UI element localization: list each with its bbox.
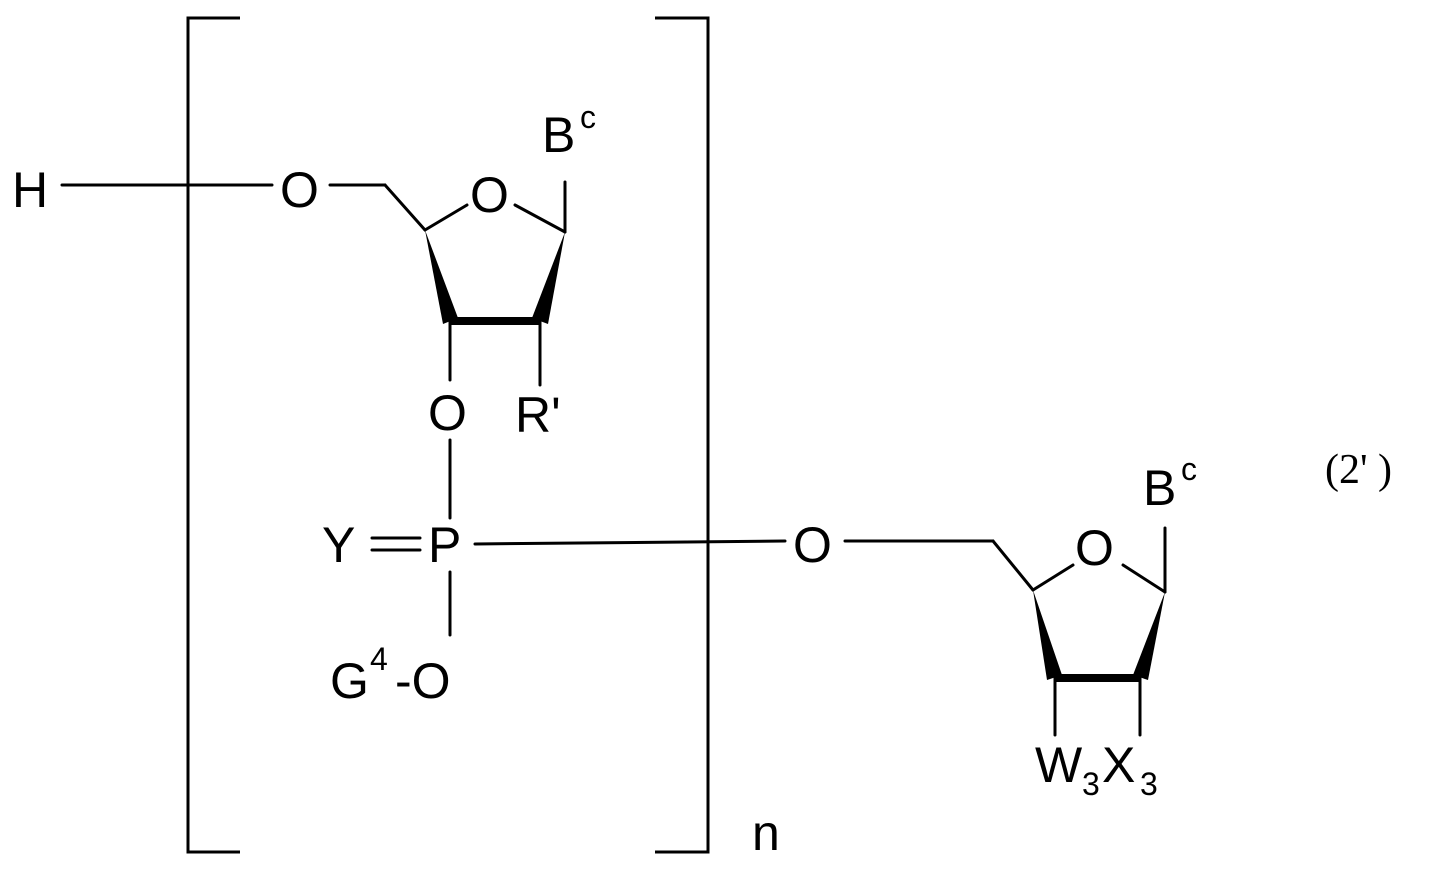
bond-oringb-c1b: [1123, 565, 1165, 592]
atom-o-3prime: O: [428, 385, 467, 441]
atom-x-sub: 3: [1140, 766, 1158, 802]
atom-g-sup: 4: [370, 641, 388, 677]
atom-o-ring-1: O: [470, 167, 509, 223]
wedge-c4-c3: [425, 230, 458, 324]
atom-base-1-sup: c: [580, 99, 596, 135]
atom-g-o: -O: [395, 653, 451, 709]
atom-base-2-sup: c: [1181, 451, 1197, 487]
atom-p: P: [428, 517, 461, 573]
atom-r-prime: R': [515, 387, 561, 443]
atom-w: W: [1035, 737, 1083, 793]
bond-c5b-c4b: [993, 541, 1033, 590]
atom-base-1: B: [542, 107, 575, 163]
atom-w-sub: 3: [1082, 766, 1100, 802]
left-bracket: [188, 18, 240, 852]
bond-c4-oring: [425, 205, 467, 230]
bond-p-olink: [475, 541, 785, 544]
atom-o-ring-2: O: [1075, 520, 1114, 576]
atom-base-2: B: [1143, 460, 1176, 516]
atom-x: X: [1102, 737, 1135, 793]
bond-c4b-oringb: [1033, 565, 1073, 590]
wedge-c4b-c3b: [1033, 590, 1062, 680]
right-bracket: [655, 18, 708, 852]
atom-o-5prime: O: [280, 162, 319, 218]
bond-oring-c1: [515, 205, 565, 232]
atom-o-link: O: [793, 517, 832, 573]
bond-c5-c4: [385, 185, 425, 230]
atom-y: Y: [322, 517, 355, 573]
atom-g: G: [330, 653, 369, 709]
repeat-subscript-n: n: [752, 805, 780, 861]
wedge-c1b-c2b: [1133, 592, 1165, 680]
equation-label: (2' ): [1325, 447, 1392, 493]
wedge-c1-c2: [532, 232, 565, 324]
atom-h: H: [12, 162, 48, 218]
